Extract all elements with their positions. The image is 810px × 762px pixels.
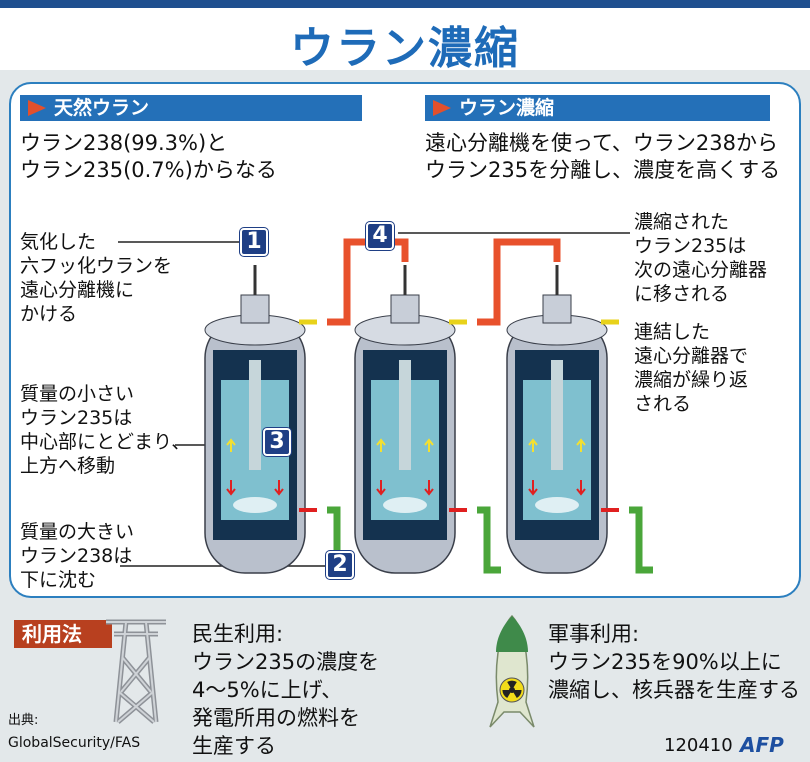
triangle-icon [28, 100, 46, 116]
center-pipe [399, 360, 411, 470]
enrichment-header: ウラン濃縮 [425, 95, 770, 121]
step-4-label: 濃縮されたウラン235は次の遠心分離器に移される [634, 211, 768, 305]
step-3-badge: 3 [263, 428, 291, 456]
power-tower-icon [106, 619, 166, 724]
natural-uranium-header: 天然ウラン [20, 95, 362, 121]
enriched-pipe [327, 238, 409, 326]
down-arrow [376, 480, 386, 496]
depleted-pipe [477, 506, 501, 574]
step-1-label: 気化した六フッ化ウランを遠心分離機にかける [20, 231, 173, 325]
center-pipe [249, 360, 261, 470]
nuclear-bomb-icon [489, 614, 535, 728]
centrifuge-1 [204, 265, 317, 574]
enrich-header-text: ウラン濃縮 [459, 97, 555, 119]
down-arrow [424, 480, 434, 496]
center-pipe [551, 360, 563, 470]
feed-inlet [390, 294, 420, 324]
page-title: ウラン濃縮 [290, 23, 520, 74]
enriched-pipe [477, 238, 561, 326]
depleted-pipe [629, 506, 653, 574]
step-2-label: 質量の大きいウラン238は下に沈む [20, 521, 135, 591]
down-arrow [274, 480, 284, 496]
step-2-badge: 2 [326, 551, 354, 579]
down-arrow [226, 480, 236, 496]
centrifuge-2 [354, 265, 467, 574]
up-arrow [528, 438, 538, 452]
scoop-disk [383, 497, 427, 513]
step-3-label: 質量の小さいウラン235は中心部にとどまり、上方へ移動 [20, 383, 191, 477]
scoop-disk [535, 497, 579, 513]
step-4-badge: 4 [366, 222, 394, 250]
credit-code: 120410 [664, 735, 733, 756]
usage-label: 利用法 [14, 620, 112, 648]
step-1-badge: 1 [240, 228, 268, 256]
natural-header-text: 天然ウラン [54, 97, 150, 119]
source: 出典:GlobalSecurity/FAS [8, 713, 141, 751]
enrich-description: 遠心分離機を使って、ウラン238からウラン235を分離し、濃度を高くする [425, 131, 781, 182]
down-arrow [576, 480, 586, 496]
up-arrow [576, 438, 586, 452]
cascade-note: 連結した遠心分離器で濃縮が繰り返される [634, 321, 749, 415]
up-arrow [424, 438, 434, 452]
feed-inlet [542, 294, 572, 324]
afp-logo: AFP [740, 733, 784, 757]
military-use: 軍事利用:ウラン235を90%以上に濃縮し、核兵器を生産する [548, 622, 800, 702]
triangle-icon [433, 100, 451, 116]
centrifuge-3 [506, 265, 619, 574]
top-bar [0, 0, 810, 8]
down-arrow [528, 480, 538, 496]
natural-description: ウラン238(99.3%)とウラン235(0.7%)からなる [20, 131, 277, 182]
scoop-disk [233, 497, 277, 513]
up-arrow [376, 438, 386, 452]
up-arrow [226, 438, 236, 452]
feed-inlet [240, 294, 270, 324]
